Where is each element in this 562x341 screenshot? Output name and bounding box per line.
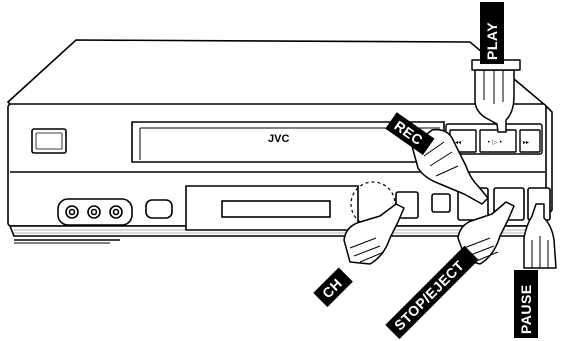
vcr-top-panel	[6, 39, 547, 109]
play-label: PLAY	[484, 22, 500, 60]
play-icon: • ▷ •	[487, 139, 503, 146]
stop-eject-label-tag: STOP/EJECT	[385, 245, 479, 340]
hand-pause	[523, 203, 557, 269]
pause-label: PAUSE	[518, 284, 534, 334]
base-hatching	[14, 229, 540, 244]
ch-label-tag: CH	[313, 267, 353, 308]
stop-eject-label: STOP/EJECT	[391, 257, 467, 333]
ffwd-icon: ▸▸	[523, 139, 529, 146]
av-jacks	[57, 198, 133, 226]
power-button[interactable]	[31, 128, 67, 154]
power-button-inner	[35, 132, 63, 150]
display-window	[221, 200, 331, 218]
ffwd-button[interactable]	[519, 129, 541, 153]
play-label-tag: PLAY	[480, 2, 504, 64]
rewind-icon: ◂◂	[455, 139, 461, 146]
hand-rec	[411, 128, 489, 205]
display-panel	[185, 185, 359, 231]
small-square-button[interactable]	[431, 193, 451, 213]
brand-logo: JVC	[268, 133, 289, 145]
transport-panel	[445, 123, 543, 155]
small-function-button[interactable]	[145, 199, 173, 219]
hand-ch	[343, 203, 405, 265]
cassette-slot	[131, 121, 445, 163]
pause-label-tag: PAUSE	[514, 270, 538, 338]
